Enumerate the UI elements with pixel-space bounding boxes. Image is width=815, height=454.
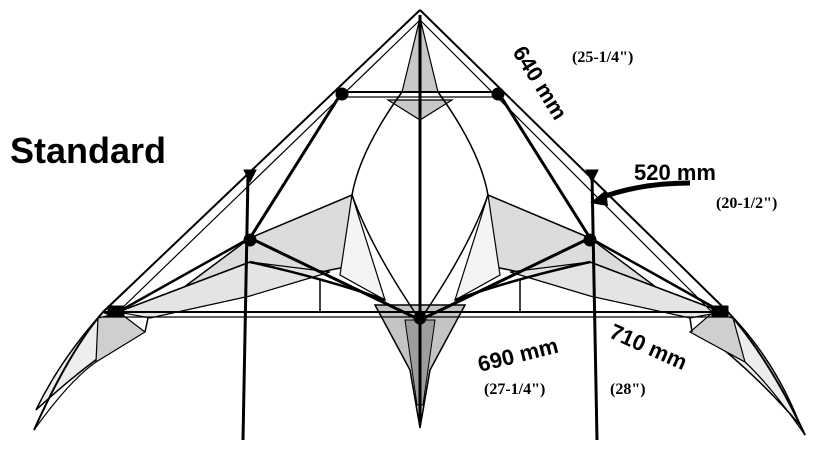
pointer-line xyxy=(599,180,691,201)
upper-left-connector xyxy=(335,87,349,101)
lower-left-inch-label: (27-1/4") xyxy=(484,381,545,398)
left-lower-bow xyxy=(249,260,386,302)
spreader-inch-label: (20-1/2") xyxy=(716,195,777,212)
right-trailing-curve xyxy=(744,361,806,436)
left-standoff-connector xyxy=(243,233,257,247)
top-edge-mm-label: 640 mm xyxy=(508,41,573,124)
right-outer-strut xyxy=(589,236,723,314)
diagram-title: Standard xyxy=(10,130,166,171)
right-inner-panel xyxy=(453,194,501,302)
left-tip-post xyxy=(144,317,149,333)
left-tip-connector xyxy=(107,305,125,317)
right-v-strut xyxy=(419,236,591,322)
frame xyxy=(103,15,728,441)
right-tip-post xyxy=(689,317,693,333)
left-tip-panel xyxy=(95,312,147,364)
pointer-arrowhead xyxy=(590,190,608,206)
right-standoff-connector xyxy=(583,233,597,247)
right-mid-strut xyxy=(589,261,723,313)
left-trailing-curve xyxy=(33,361,97,431)
connectors xyxy=(107,87,729,325)
left-v-strut xyxy=(249,236,421,322)
lower-right-mm-label: 710 mm xyxy=(606,319,691,375)
left-mid-strut xyxy=(117,261,251,313)
right-lower-bow xyxy=(454,260,591,302)
leading-edges xyxy=(33,9,806,436)
left-standoff xyxy=(241,174,250,441)
left-leading-edge-inner xyxy=(117,19,421,313)
left-standoff-top xyxy=(243,169,257,184)
lower-left-mm-label: 690 mm xyxy=(475,333,561,377)
left-leading-edge xyxy=(33,9,421,431)
left-inner-panel xyxy=(339,194,387,302)
right-leading-edge xyxy=(419,9,806,436)
lower-right-inch-label: (28") xyxy=(610,381,646,398)
spreader-mm-label: 520 mm xyxy=(634,160,716,185)
upper-right-connector xyxy=(491,87,505,101)
left-outer-strut xyxy=(117,236,251,314)
right-upper-strut xyxy=(496,91,592,239)
dimension-pointer xyxy=(590,180,691,206)
left-upper-strut xyxy=(248,91,344,239)
right-standoff-top xyxy=(585,169,599,184)
right-leading-edge-inner xyxy=(419,19,713,313)
right-tip-connector xyxy=(711,305,729,317)
center-connector xyxy=(413,311,427,325)
sail xyxy=(35,17,801,429)
right-inner-frame xyxy=(419,91,489,321)
right-standoff xyxy=(590,174,599,441)
left-inner-frame xyxy=(351,91,421,321)
top-edge-inch-label: (25-1/4") xyxy=(572,49,633,66)
